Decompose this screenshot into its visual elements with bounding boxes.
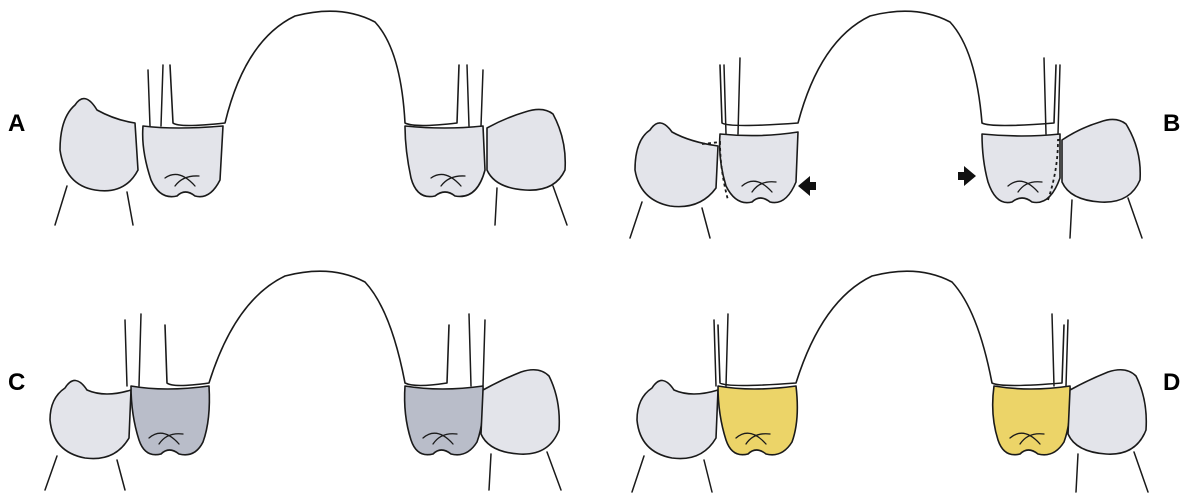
edentulous-ridge: [718, 271, 1064, 385]
right-abutment[interactable]: [993, 386, 1071, 455]
panel-b: [630, 11, 1142, 238]
right-abutment[interactable]: [982, 134, 1060, 203]
left-abutment[interactable]: [718, 386, 797, 455]
left-arrow: [798, 176, 816, 196]
edentulous-ridge: [165, 271, 449, 385]
panel-c: [45, 271, 561, 490]
left-adjacent-tooth: [635, 123, 718, 207]
panel-label-b: B: [1163, 110, 1180, 137]
panel-a: [55, 11, 567, 225]
panel-label-c: C: [8, 369, 25, 396]
right-abutment[interactable]: [405, 126, 485, 197]
right-adjacent-tooth: [1062, 119, 1140, 202]
panel-label-d: D: [1163, 369, 1180, 396]
left-adjacent-tooth: [50, 380, 131, 458]
left-adjacent-tooth: [637, 380, 718, 458]
right-arrow: [958, 166, 976, 186]
left-abutment[interactable]: [720, 132, 798, 203]
edentulous-ridge: [720, 11, 1056, 125]
right-adjacent-tooth: [481, 370, 559, 454]
edentulous-ridge: [170, 11, 459, 125]
panel-label-a: A: [8, 110, 25, 137]
right-adjacent-tooth: [487, 109, 565, 190]
right-adjacent-tooth: [1068, 370, 1146, 454]
left-abutment[interactable]: [131, 386, 209, 455]
panel-d: [632, 271, 1148, 492]
left-abutment[interactable]: [143, 126, 223, 197]
right-abutment[interactable]: [405, 386, 484, 455]
left-adjacent-tooth: [60, 99, 138, 191]
